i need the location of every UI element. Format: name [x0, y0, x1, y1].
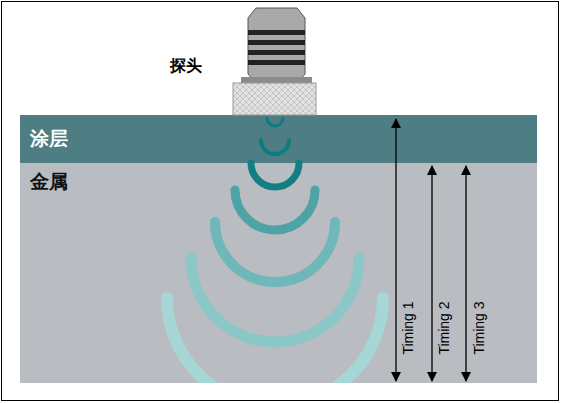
timing-label: Timing 2	[436, 301, 452, 354]
timing-label: Timing 1	[400, 301, 416, 354]
coating-band: 涂层	[20, 115, 537, 163]
wave-arc	[191, 258, 359, 342]
timing-arrows	[396, 119, 466, 381]
wave-arc	[267, 118, 283, 126]
wave-arc	[251, 163, 299, 187]
timing-label: Timing 3	[471, 301, 487, 354]
wave-arc	[235, 190, 315, 230]
probe-symbol	[233, 8, 316, 115]
wave-arc	[167, 298, 383, 383]
region-label: 涂层	[30, 126, 68, 152]
coating-band	[20, 115, 537, 163]
metal-region: 金属	[20, 163, 537, 383]
ultrasonic-waves	[167, 118, 383, 383]
region-label: 探头	[170, 56, 202, 77]
wave-arc	[261, 140, 289, 154]
metal-region	[20, 163, 537, 383]
wave-arc	[215, 222, 335, 282]
region-label: 金属	[30, 169, 68, 195]
probe: 探头	[160, 50, 316, 115]
